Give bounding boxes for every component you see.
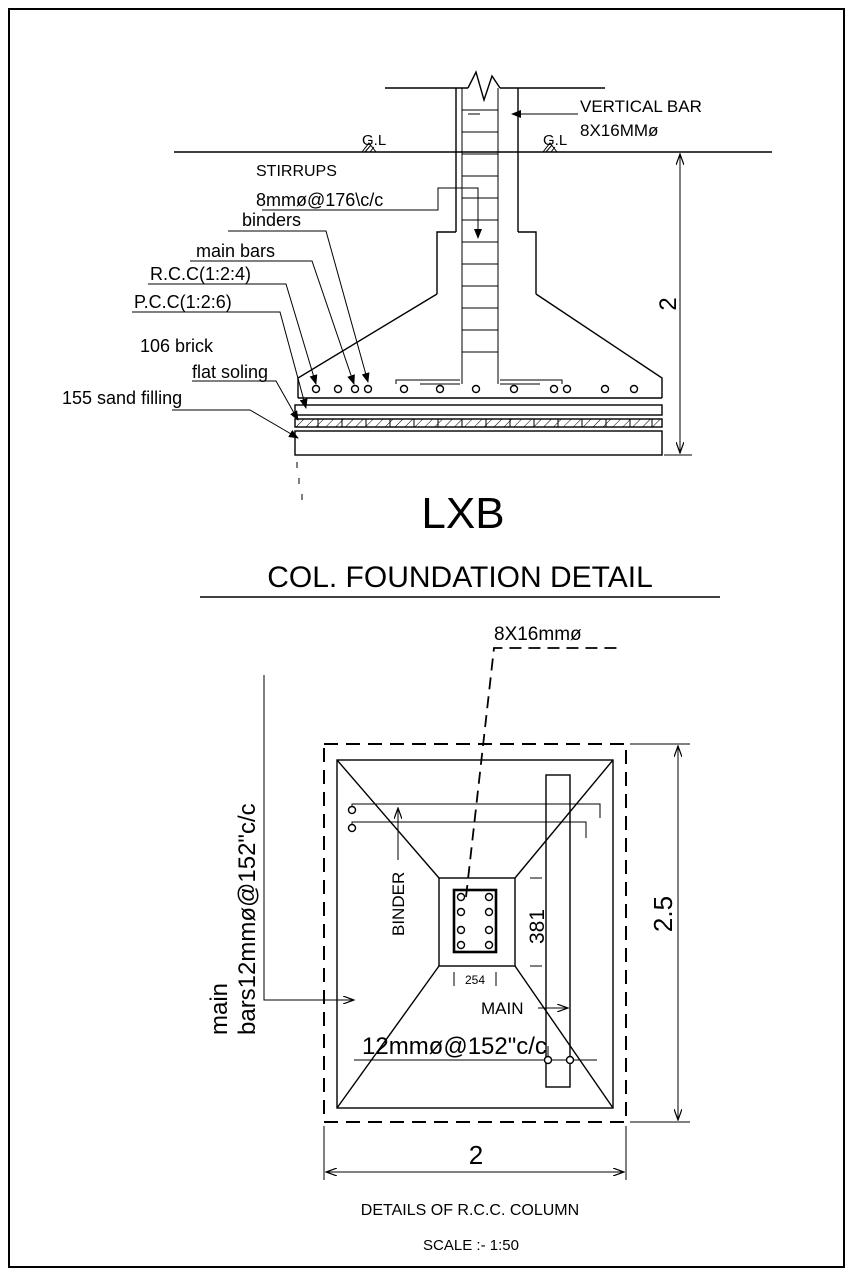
- gl-symbol-left: [361, 142, 377, 153]
- length-dimension: [630, 743, 690, 1123]
- main-bars-label: main bars: [196, 241, 275, 261]
- brick-label: 106 brick: [140, 336, 214, 356]
- pedestal-outline: [438, 877, 516, 967]
- vertical-bar-label: VERTICAL BAR: [580, 97, 702, 116]
- main-label: MAIN: [481, 999, 524, 1018]
- column-bars: [456, 892, 494, 950]
- stirrups-label: STIRRUPS: [256, 163, 337, 180]
- column-bars-leader: [465, 647, 618, 898]
- binders-label: binders: [242, 210, 301, 230]
- depth-dimension-label: 2: [655, 297, 682, 310]
- gl-label-left: G.L: [362, 132, 386, 149]
- column-depth-dimension: 381: [526, 909, 549, 944]
- stirrups-spec: 8mmø@176\c/c: [256, 190, 383, 210]
- main-bars-vertical-label-1: main: [206, 983, 233, 1035]
- length-dimension-label: 2.5: [648, 896, 678, 932]
- depth-dimension: [664, 151, 692, 456]
- scale-label: SCALE :- 1:50: [423, 1237, 519, 1254]
- gl-label-right: G.L: [543, 132, 567, 149]
- bottom-bars-spec: 12mmø@152"c/c: [362, 1033, 547, 1060]
- vertical-bar-spec: 8X16MMø: [580, 121, 658, 140]
- column-width-dimension: 254: [465, 973, 485, 987]
- rcc-label: R.C.C(1:2:4): [150, 264, 251, 284]
- sand-filling-layer: [294, 430, 663, 456]
- main-bars-vertical-label-2: bars12mmø@152"c/c: [234, 803, 261, 1035]
- stirrups: [462, 109, 498, 353]
- title: COL. FOUNDATION DETAIL: [267, 561, 653, 594]
- column-bars-label: 8X16mmø: [494, 624, 582, 645]
- main-bar-strip: [545, 774, 571, 1088]
- main-bars-section: [311, 384, 639, 394]
- pcc-layer: [294, 404, 663, 416]
- flat-soling-label: flat soling: [192, 362, 268, 382]
- foundation-code: LXB: [421, 489, 504, 538]
- section-view: [132, 70, 772, 500]
- binder-label: BINDER: [389, 872, 408, 936]
- column: [452, 888, 498, 954]
- width-dimension: [323, 1126, 627, 1180]
- pcc-label: P.C.C(1:2:6): [134, 292, 232, 312]
- details-title: DETAILS OF R.C.C. COLUMN: [361, 1202, 579, 1219]
- width-dimension-label: 2: [469, 1140, 483, 1170]
- drawing-frame: [8, 8, 845, 1268]
- footing-outline-dashed: [323, 743, 627, 1123]
- brick-flat-soling: [294, 418, 663, 428]
- gl-symbol-right: [542, 142, 558, 153]
- plan-view: [263, 647, 690, 1180]
- sand-filling-label: 155 sand filling: [62, 388, 182, 408]
